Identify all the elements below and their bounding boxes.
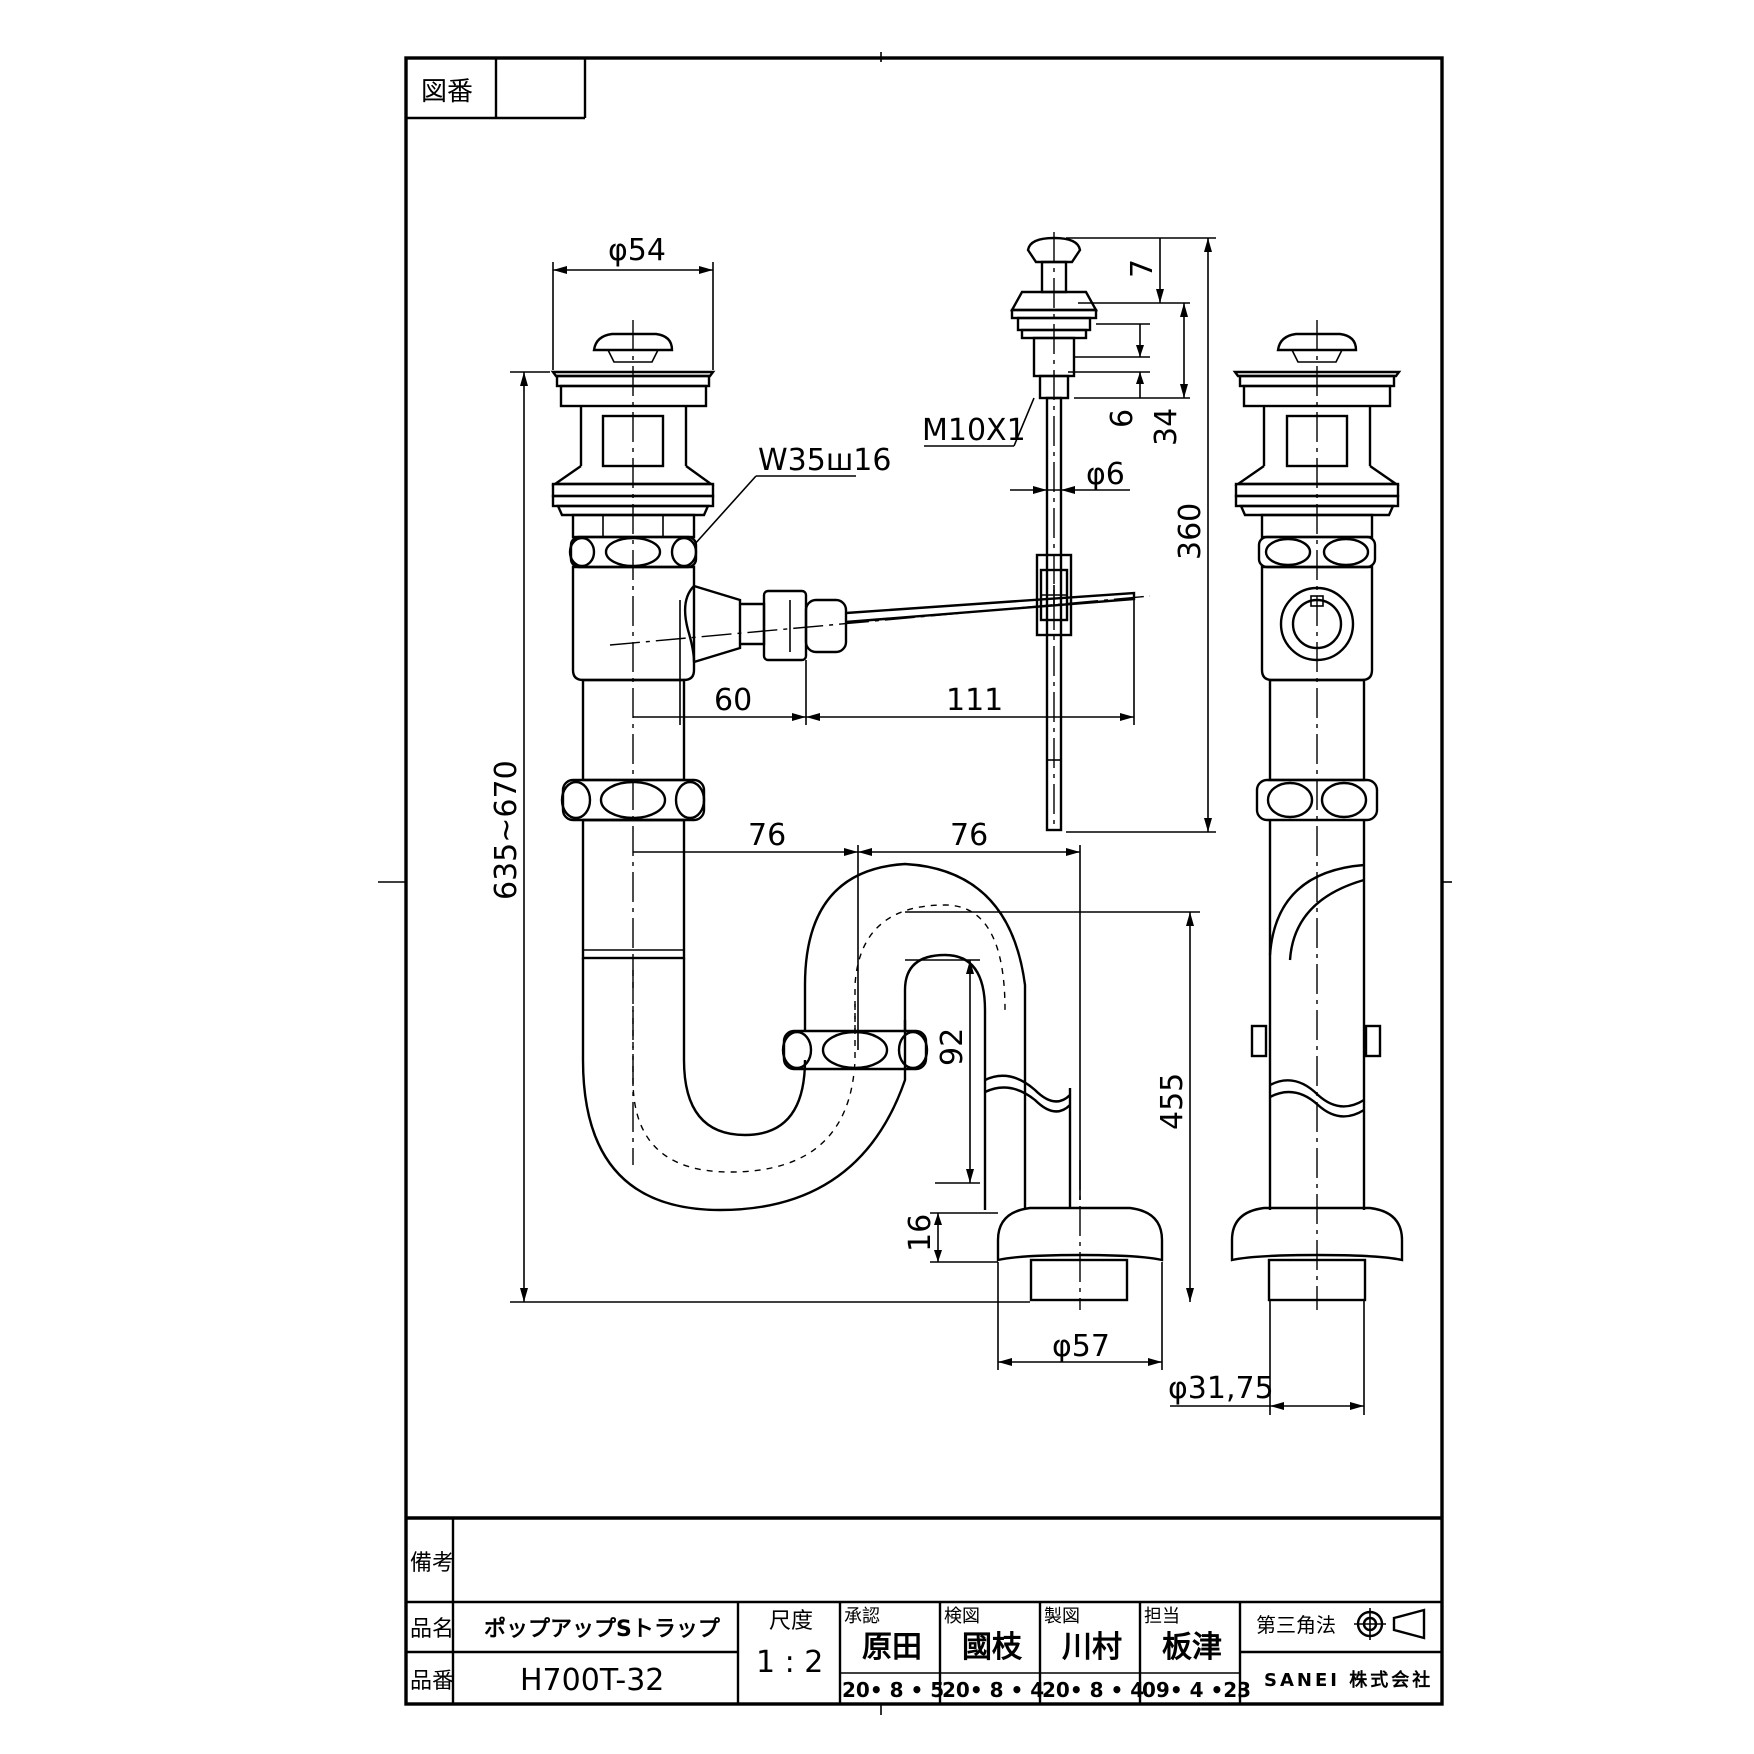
product-name: ポップアップSトラップ	[484, 1616, 721, 1642]
dim-635-670: 635~670	[489, 760, 524, 900]
dimension-labels: φ54 W35ш16 M10X1 φ6 7 6 34 360 60 111 76…	[489, 233, 1274, 1406]
drawing-number-box: 図番	[406, 58, 587, 120]
dim-34: 34	[1149, 408, 1184, 446]
draw-name: 川村	[1062, 1630, 1122, 1665]
rod-detail-view	[1009, 232, 1099, 832]
dim-60: 60	[714, 683, 752, 718]
center-marks	[378, 52, 1452, 1715]
draw-label: 製図	[1044, 1606, 1080, 1627]
dim-dia-6: φ6	[1086, 457, 1125, 492]
approval-name: 原田	[862, 1630, 922, 1665]
dim-76-right: 76	[950, 818, 988, 853]
remarks-label: 備考	[410, 1551, 454, 1576]
side-view	[1230, 320, 1404, 1310]
drawing-number-label: 図番	[421, 77, 473, 107]
draw-date: 20• 8 • 4	[1042, 1678, 1144, 1702]
dim-360: 360	[1173, 503, 1208, 560]
charge-name: 板津	[1162, 1630, 1222, 1665]
dim-7: 7	[1125, 259, 1160, 278]
dim-dia-57: φ57	[1052, 1329, 1110, 1364]
charge-date: 09• 4 •23	[1142, 1678, 1251, 1702]
dim-m10: M10X1	[922, 413, 1026, 448]
dim-455: 455	[1155, 1073, 1190, 1130]
dim-w35: W35ш16	[758, 443, 891, 478]
scale-label: 尺度	[769, 1609, 813, 1634]
scale-value: 1 : 2	[756, 1645, 823, 1680]
dim-16: 16	[903, 1214, 938, 1252]
check-date: 20• 8 • 4	[942, 1678, 1044, 1702]
dim-111: 111	[946, 683, 1003, 718]
product-number-label: 品番	[410, 1669, 454, 1694]
third-angle-projection-icon	[1354, 1608, 1426, 1640]
dim-76-left: 76	[748, 818, 786, 853]
dim-dia-31-75: φ31,75	[1168, 1371, 1274, 1406]
title-block: 備考 品名 ポップアップSトラップ 品番 H700T-32 尺度 1 : 2 承…	[406, 1516, 1442, 1704]
front-view	[550, 320, 1164, 1310]
check-label: 検図	[944, 1606, 980, 1627]
dim-dia-54: φ54	[608, 233, 666, 268]
dim-6: 6	[1105, 409, 1140, 428]
charge-label: 担当	[1144, 1606, 1180, 1627]
product-name-label: 品名	[410, 1617, 454, 1642]
drawing-frame	[404, 56, 1444, 1706]
dimension-lines	[510, 237, 1365, 1415]
check-name: 國枝	[962, 1630, 1023, 1665]
company-name: SANEI 株式会社	[1264, 1669, 1433, 1691]
product-number: H700T-32	[520, 1663, 664, 1698]
approval-date: 20• 8 • 5	[842, 1678, 944, 1702]
approval-label: 承認	[844, 1606, 880, 1627]
projection-label: 第三角法	[1256, 1613, 1336, 1637]
dim-92: 92	[935, 1028, 970, 1066]
